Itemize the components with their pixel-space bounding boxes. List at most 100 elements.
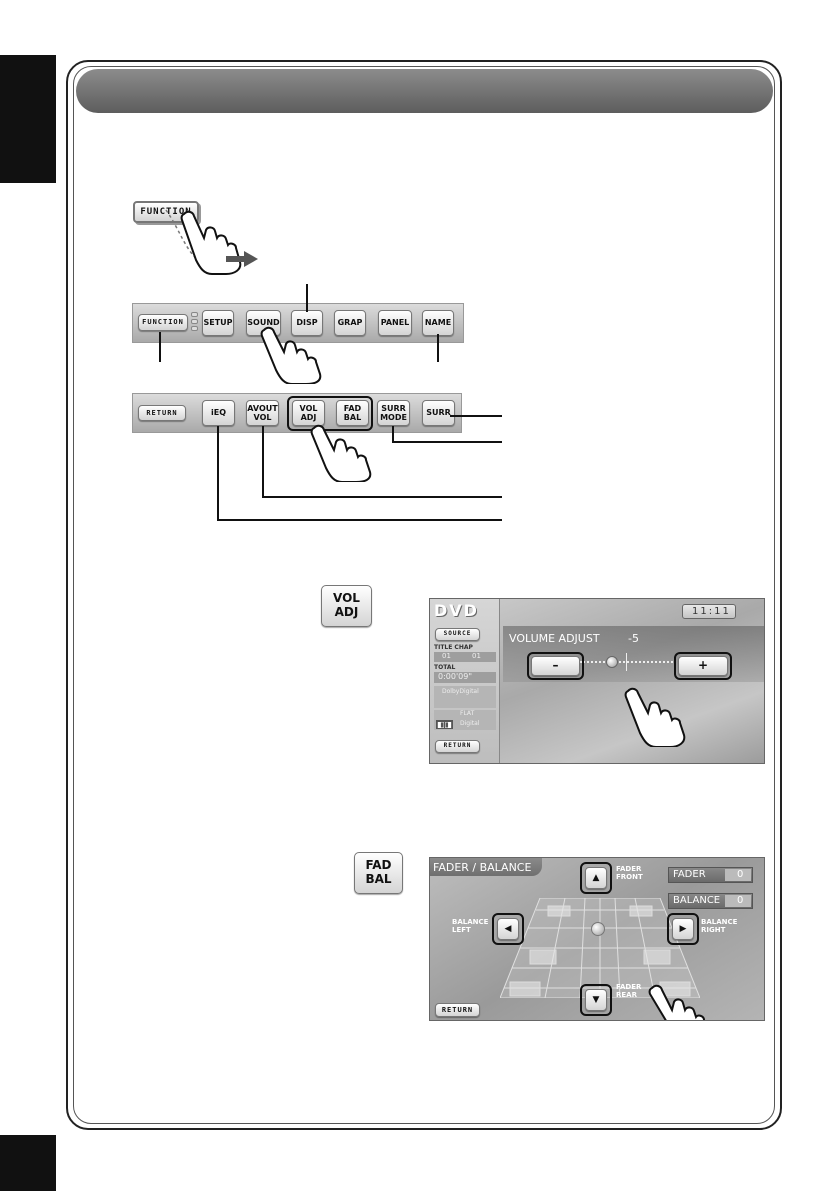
- source-button[interactable]: SOURCE: [435, 628, 480, 641]
- time-display: 0:00'09": [434, 672, 496, 683]
- highlight-frame: [674, 652, 732, 680]
- pointing-hand-icon: [310, 424, 372, 482]
- fader-rear-line1: FADER: [616, 983, 642, 991]
- fader-return-button[interactable]: RETURN: [435, 1003, 480, 1017]
- name-button[interactable]: NAME: [422, 310, 454, 336]
- vol-adj-icon-line2: ADJ: [334, 605, 359, 619]
- panel-button[interactable]: PANEL: [378, 310, 412, 336]
- fader-rear-line2: REAR: [616, 990, 637, 999]
- balance-value-box: [725, 895, 751, 907]
- volume-minus-button[interactable]: –: [531, 656, 580, 676]
- balance-right-label: BALANCE RIGHT: [701, 918, 738, 934]
- fader-readout-label: FADER: [673, 869, 706, 880]
- grap-label: GRAP: [337, 318, 363, 328]
- fader-rear-button[interactable]: ▼: [585, 989, 607, 1011]
- fader-front-line1: FADER: [616, 865, 642, 873]
- triangle-up-icon: ▲: [592, 872, 600, 883]
- function-button-label: FUNCTION: [140, 206, 192, 217]
- panel-label: PANEL: [380, 318, 410, 328]
- callout-line: [217, 426, 219, 521]
- fader-front-line2: FRONT: [616, 872, 643, 881]
- highlight-frame: [667, 913, 699, 945]
- volume-slider-center-tick: [626, 653, 627, 671]
- callout-line: [392, 441, 502, 443]
- balance-right-button[interactable]: ▶: [672, 918, 694, 940]
- highlight-frame: [527, 652, 584, 680]
- balance-left-button[interactable]: ◀: [497, 918, 519, 940]
- surr-button[interactable]: SURR: [422, 400, 455, 426]
- fader-title-tab: [430, 858, 542, 876]
- fad-bal-icon-line2: BAL: [365, 872, 392, 886]
- volume-slider-track[interactable]: [580, 661, 676, 663]
- surr-label: SURR: [426, 408, 451, 418]
- speaker-grid-floor: [500, 898, 700, 998]
- screen-return-button[interactable]: RETURN: [435, 740, 480, 753]
- title-chap-label: TITLE CHAP: [434, 644, 473, 651]
- source-button-label: SOURCE: [443, 630, 472, 638]
- volume-slider-knob[interactable]: [606, 656, 618, 668]
- surr-mode-button[interactable]: SURR MODE: [377, 400, 410, 426]
- screen-return-label: RETURN: [443, 742, 472, 750]
- vol-adj-button[interactable]: VOL ADJ: [292, 400, 325, 426]
- section-title-bar: [76, 69, 773, 113]
- setup-label: SETUP: [203, 318, 233, 328]
- fad-bal-icon-button[interactable]: FAD BAL: [354, 852, 403, 894]
- highlight-frame: [580, 984, 612, 1016]
- callout-line: [262, 496, 502, 498]
- fader-front-label: FADER FRONT: [616, 865, 643, 881]
- vol-adj-icon-line1: VOL: [333, 591, 360, 606]
- fad-bal-icon-line1: FAD: [365, 858, 392, 873]
- balance-readout-value: 0: [737, 895, 744, 906]
- plus-label: +: [697, 658, 709, 673]
- fad-bal-line2: BAL: [343, 413, 362, 422]
- balance-right-line1: BALANCE: [701, 918, 738, 926]
- elapsed-time: 0:00'09": [438, 672, 473, 681]
- chapter-number: 01: [472, 652, 481, 660]
- strip-function-label: FUNCTION: [142, 318, 184, 327]
- source-title: DVD: [434, 601, 479, 620]
- balance-readout-label: BALANCE: [673, 895, 721, 906]
- volume-adjust-label: VOLUME ADJUST: [509, 632, 600, 645]
- flat-label: FLAT: [460, 710, 475, 717]
- fader-front-button[interactable]: ▲: [585, 867, 607, 889]
- balance-position-ball: [591, 922, 605, 936]
- return-button[interactable]: RETURN: [138, 405, 186, 421]
- ieq-button[interactable]: iEQ: [202, 400, 235, 426]
- total-label: TOTAL: [434, 664, 456, 671]
- fader-balance-title: FADER / BALANCE: [433, 861, 532, 874]
- fader-readout: FADER 0: [668, 867, 753, 883]
- fad-bal-button[interactable]: FAD BAL: [336, 400, 369, 426]
- vol-adj-line1: VOL: [299, 403, 318, 413]
- pointing-hand-icon: [165, 209, 242, 275]
- surr-mode-line1: SURR: [381, 403, 406, 413]
- volume-plus-button[interactable]: +: [678, 656, 728, 676]
- triangle-left-icon: ◀: [504, 923, 512, 934]
- strip-function-button[interactable]: FUNCTION: [138, 314, 188, 331]
- triangle-down-icon: ▼: [592, 994, 600, 1005]
- eq-display: FLAT ◧◨ Digital: [434, 710, 496, 730]
- digital-label: Digital: [460, 720, 480, 727]
- dolby-label: DolbyDigital: [442, 688, 479, 695]
- surr-mode-line2: MODE: [380, 413, 407, 422]
- pointing-hand-icon: [260, 326, 322, 384]
- callout-line: [262, 426, 264, 498]
- name-label: NAME: [424, 318, 452, 328]
- callout-line: [217, 519, 502, 521]
- avout-label: AVOUT: [247, 403, 278, 413]
- pointing-hand-icon: [648, 984, 706, 1020]
- indicator-leds: [191, 312, 198, 334]
- highlight-frame: [580, 862, 612, 894]
- vol-adj-line2: ADJ: [300, 413, 317, 422]
- balance-right-line2: RIGHT: [701, 925, 726, 934]
- section-tab: [0, 55, 56, 183]
- callout-line: [392, 426, 394, 443]
- highlight-frame: [287, 396, 373, 431]
- setup-button[interactable]: SETUP: [202, 310, 234, 336]
- arrow-right-icon: [226, 251, 258, 267]
- disp-button[interactable]: DISP: [291, 310, 323, 336]
- volume-adjust-value: -5: [628, 632, 639, 645]
- avout-vol-button[interactable]: AVOUT VOL: [246, 400, 279, 426]
- grap-button[interactable]: GRAP: [334, 310, 366, 336]
- title-chap-display: 01 01: [434, 652, 496, 662]
- vol-adj-icon-button[interactable]: VOL ADJ: [321, 585, 372, 627]
